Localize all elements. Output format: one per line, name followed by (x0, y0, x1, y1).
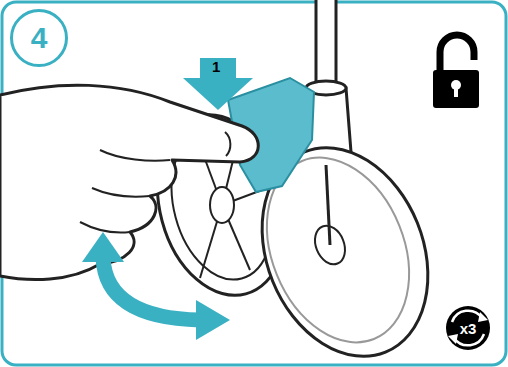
unlock-icon (433, 35, 479, 108)
repeat-count: x3 (460, 321, 477, 336)
repeat-count-circle: x3 (452, 312, 484, 344)
hand (0, 85, 258, 279)
press-arrow (183, 58, 253, 110)
step-number: 4 (31, 23, 48, 53)
swivel-arrow (82, 232, 230, 340)
repeat-icon (446, 306, 490, 350)
callout-number: 1 (212, 58, 220, 75)
step-number-circle: 4 (10, 9, 68, 67)
